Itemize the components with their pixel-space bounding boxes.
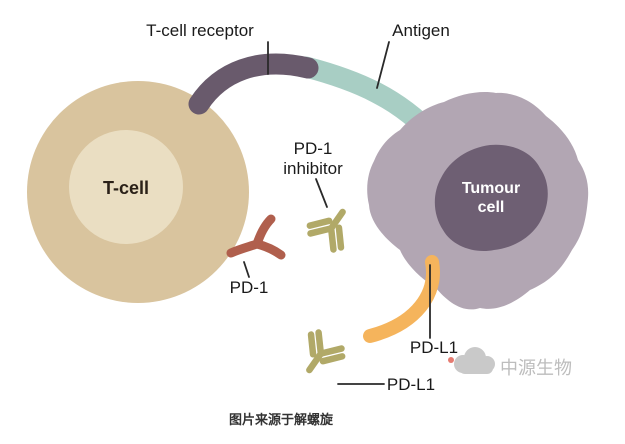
antibody-arm-light-chain [319,353,346,365]
pd-1-inhibitor-label-line2: inhibitor [283,159,343,178]
image-caption: 图片来源于解螺旋 [229,412,334,427]
pd-l1-membrane-label: PD-L1 [410,338,458,357]
cloud-logo-icon [454,347,495,374]
antibody-stem [327,208,346,232]
t-cell-receptor-label: T-cell receptor [146,21,254,40]
pd-l1-inhibitor-antibody [306,329,346,374]
antibody-arm [327,225,337,253]
pd-1-inhibitor-antibody [306,208,346,253]
antibody-arm [307,225,335,237]
pd-l1-bottom-label: PD-L1 [387,375,435,394]
antibody-arm-light-chain [307,331,317,358]
cloud-part [459,362,493,374]
antigen-label: Antigen [392,21,450,40]
pd-1-inhibitor-label-line1: PD-1 [294,139,333,158]
pd-1-lower-prong [252,239,286,260]
antibody-arm-light-chain [335,224,345,251]
pointer-lines [243,41,431,385]
antibody-stem [306,350,325,374]
pd-1-label: PD-1 [230,278,269,297]
watermark-text: 中源生物 [500,358,572,378]
t-cell-nucleus [69,130,183,244]
pd-1-pointer-line [243,261,250,278]
tumour-cell-label-line1: Tumour [462,180,520,197]
watermark: 中源生物 [448,347,572,378]
t-cell-label: T-cell [103,178,149,198]
t-cell-receptor-shape [188,53,319,115]
antibody-arm [315,329,325,357]
antigen-pointer-line [376,41,390,89]
tumour-cell-label-line2: cell [478,199,505,216]
pd-1-inhibitor-pointer-line [315,178,328,208]
pd-1-shape [226,214,286,260]
antibody-arm-light-chain [306,217,333,229]
pd-l1-shape [363,255,440,343]
logo-red-dot-icon [448,357,454,363]
antibody-arm [317,345,345,357]
tumour-cell-core [434,144,548,252]
